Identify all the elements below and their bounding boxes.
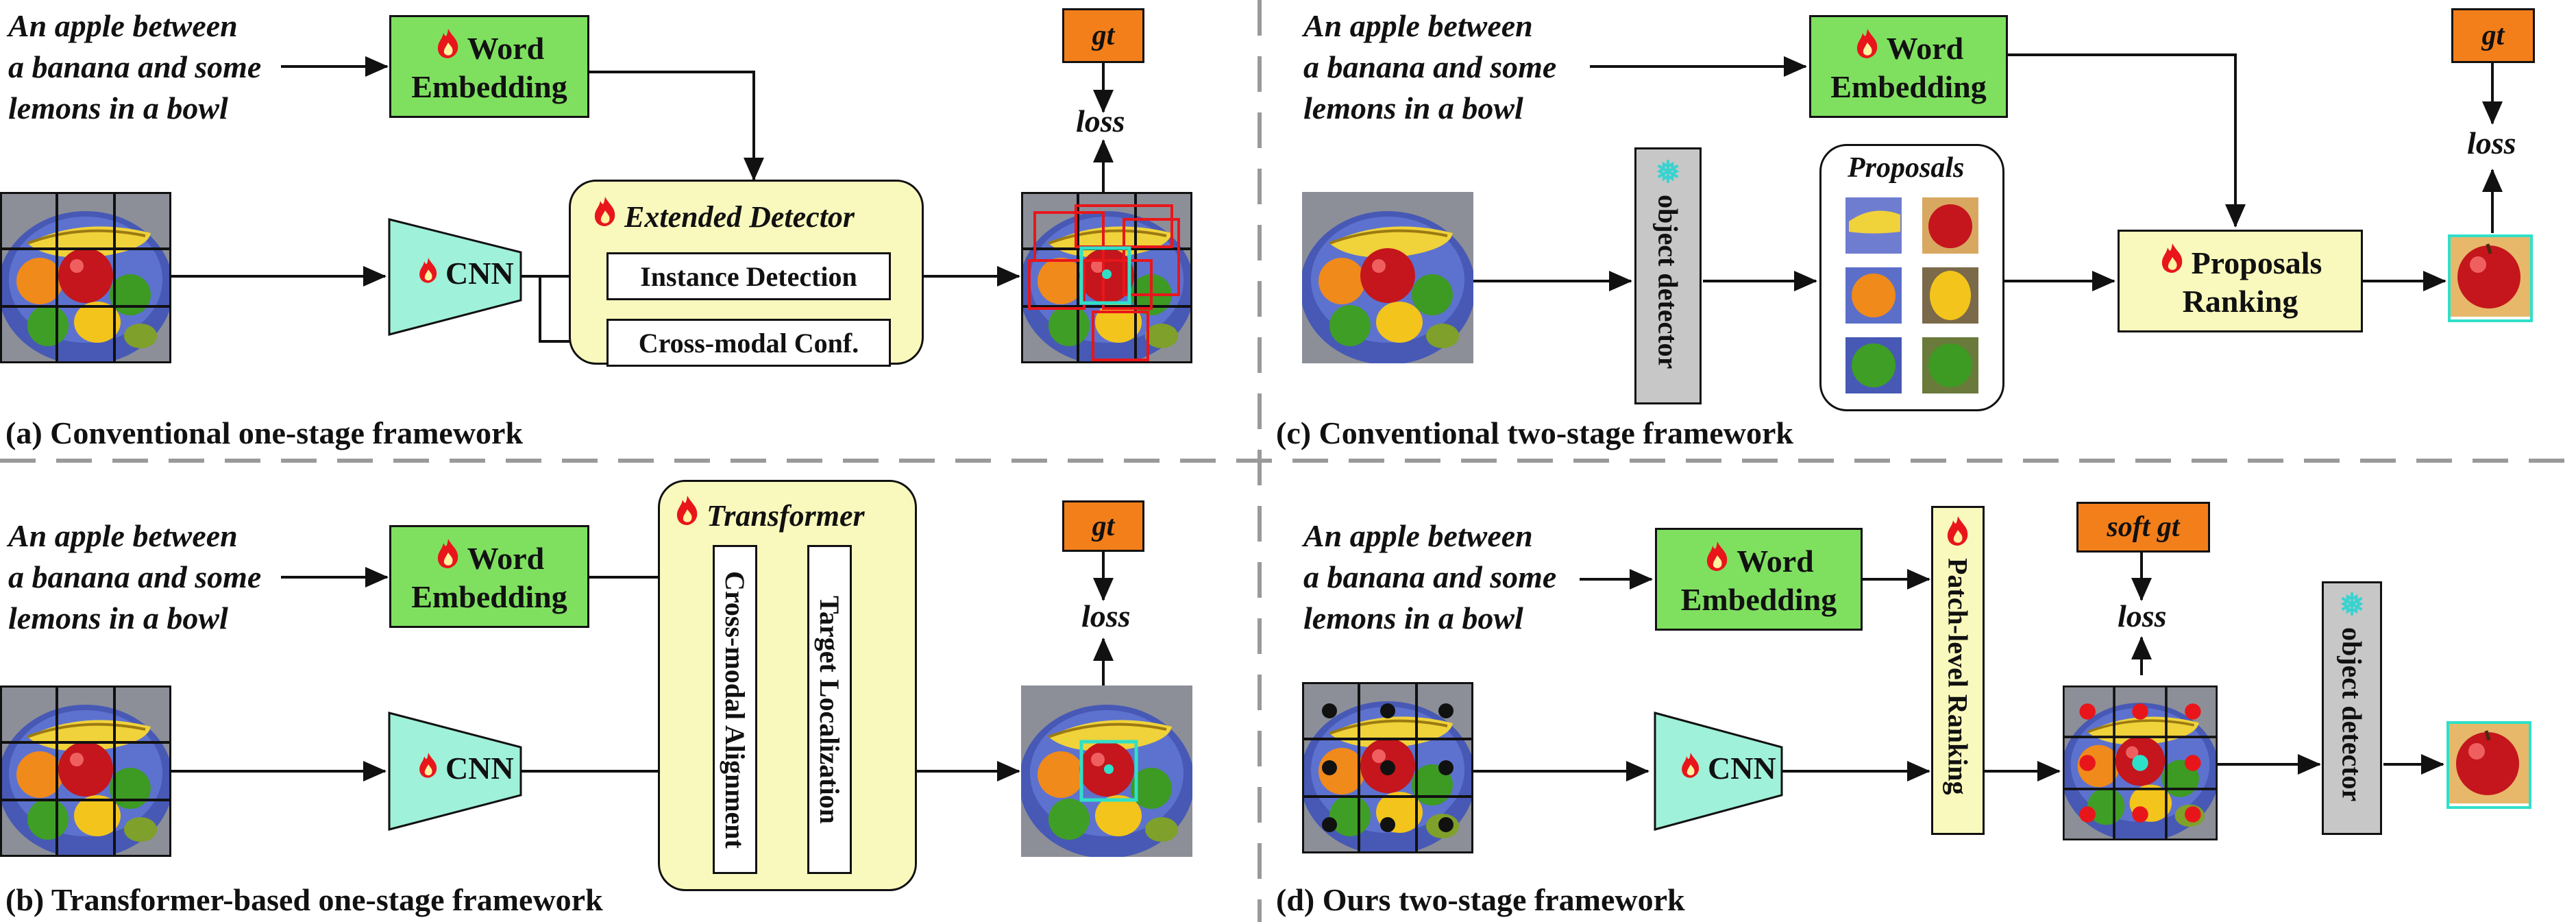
cross-modal-alignment-block: Cross-modal Alignment [713, 545, 757, 874]
flame-icon [2159, 242, 2186, 282]
proposal-crops [1845, 197, 1978, 393]
target-localization-block: Target Localization [807, 545, 852, 874]
instance-detection-block: Instance Detection [606, 252, 891, 300]
cnn-label-a: CNN [417, 255, 514, 291]
proposals-panel: Proposals [1819, 144, 2004, 411]
word-embedding-b: Word Embedding [389, 525, 589, 628]
proposals-ranking-block: Proposals Ranking [2118, 230, 2363, 332]
flame-icon [417, 750, 440, 786]
cnn-block-a [388, 218, 522, 336]
loss-b: loss [1081, 598, 1131, 633]
snowflake-icon: ❅ [2339, 588, 2365, 622]
output-image-a [1021, 192, 1192, 363]
output-image-d [2063, 686, 2218, 840]
caption-c: (c) Conventional two-stage framework [1276, 415, 1794, 450]
flame-icon [1854, 27, 1881, 68]
cnn-block-d [1654, 712, 1783, 831]
object-detector-c: ❅ object detector [1634, 147, 1702, 404]
cnn-block-b [388, 712, 522, 831]
input-image-c [1302, 192, 1473, 363]
flame-icon [434, 537, 462, 578]
loss-c: loss [2467, 125, 2516, 160]
input-image-a [0, 192, 171, 363]
query-text-c: An apple between a banana and some lemon… [1303, 8, 1557, 125]
flame-icon [1704, 540, 1731, 581]
gt-box-a: gt [1062, 8, 1144, 63]
cross-modal-conf-block: Cross-modal Conf. [606, 319, 891, 367]
caption-b: (b) Transformer-based one-stage framewor… [5, 882, 603, 917]
flame-icon [434, 27, 462, 68]
gt-box-b: gt [1062, 500, 1144, 552]
transformer-block: Transformer [658, 480, 917, 891]
word-embedding-a: Word Embedding [389, 15, 589, 118]
loss-d: loss [2118, 598, 2167, 633]
soft-gt-box: soft gt [2076, 502, 2210, 553]
query-text-a: An apple between a banana and some lemon… [8, 8, 262, 125]
snowflake-icon: ❅ [1655, 156, 1681, 189]
output-crop-d [2446, 721, 2531, 809]
flame-icon [674, 494, 701, 533]
output-crop-c [2448, 234, 2533, 322]
input-image-b [0, 686, 171, 857]
loss-a: loss [1076, 104, 1125, 138]
cnn-label-d: CNN [1679, 750, 1776, 786]
object-detector-d: ❅ object detector [2322, 581, 2382, 835]
query-text-b: An apple between a banana and some lemon… [8, 518, 262, 635]
input-image-d [1302, 682, 1473, 853]
word-embedding-d: Word Embedding [1655, 528, 1863, 631]
word-embedding-c: Word Embedding [1809, 15, 2008, 118]
flame-icon [1944, 515, 1972, 550]
patch-level-ranking-block: Patch-level Ranking [1931, 506, 1985, 835]
flame-icon [591, 195, 619, 234]
cnn-label-b: CNN [417, 750, 514, 786]
flame-icon [417, 255, 440, 291]
gt-box-c: gt [2451, 8, 2535, 63]
query-text-d: An apple between a banana and some lemon… [1303, 518, 1557, 635]
caption-a: (a) Conventional one-stage framework [5, 415, 524, 450]
flame-icon [1679, 750, 1702, 786]
caption-d: (d) Ours two-stage framework [1276, 882, 1685, 917]
output-image-b [1021, 686, 1192, 857]
